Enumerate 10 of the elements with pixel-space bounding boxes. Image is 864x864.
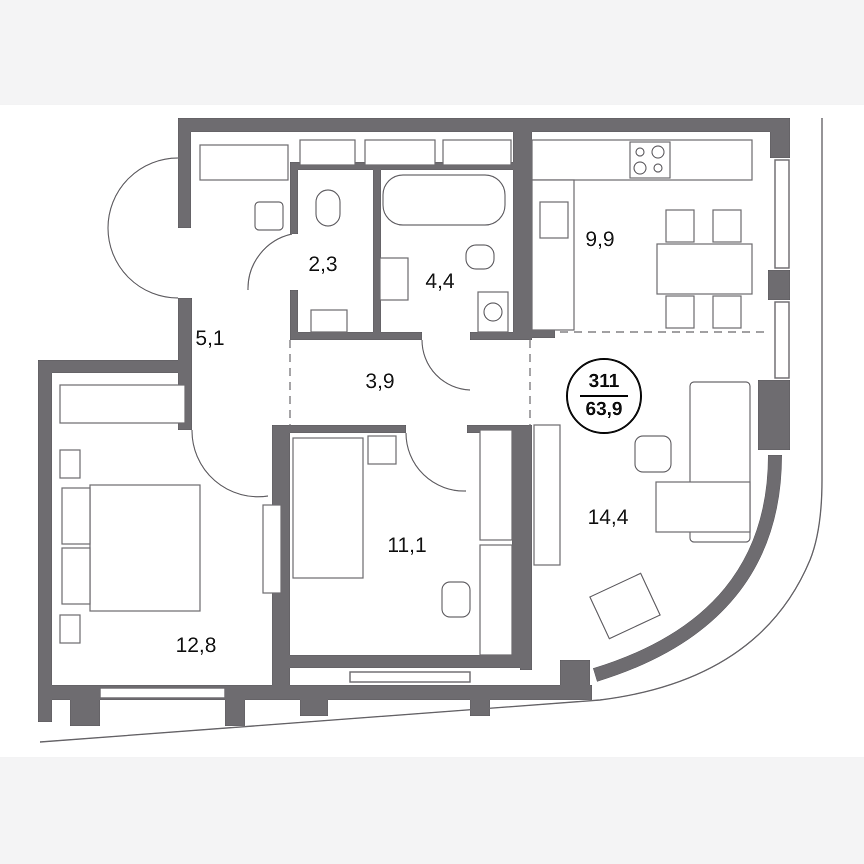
room-area: 3,9: [365, 370, 395, 394]
room-area: 4,4: [425, 270, 455, 294]
total-area: 63,9: [586, 399, 622, 421]
room-area: 11,1: [387, 534, 427, 558]
room-area: 5,1: [195, 327, 225, 351]
room-area: 2,3: [308, 253, 338, 277]
room-area: 12,8: [176, 634, 216, 658]
room-area: 9,9: [585, 228, 615, 252]
room-area: 14,4: [588, 506, 628, 530]
apartment-number: 311: [588, 371, 620, 393]
